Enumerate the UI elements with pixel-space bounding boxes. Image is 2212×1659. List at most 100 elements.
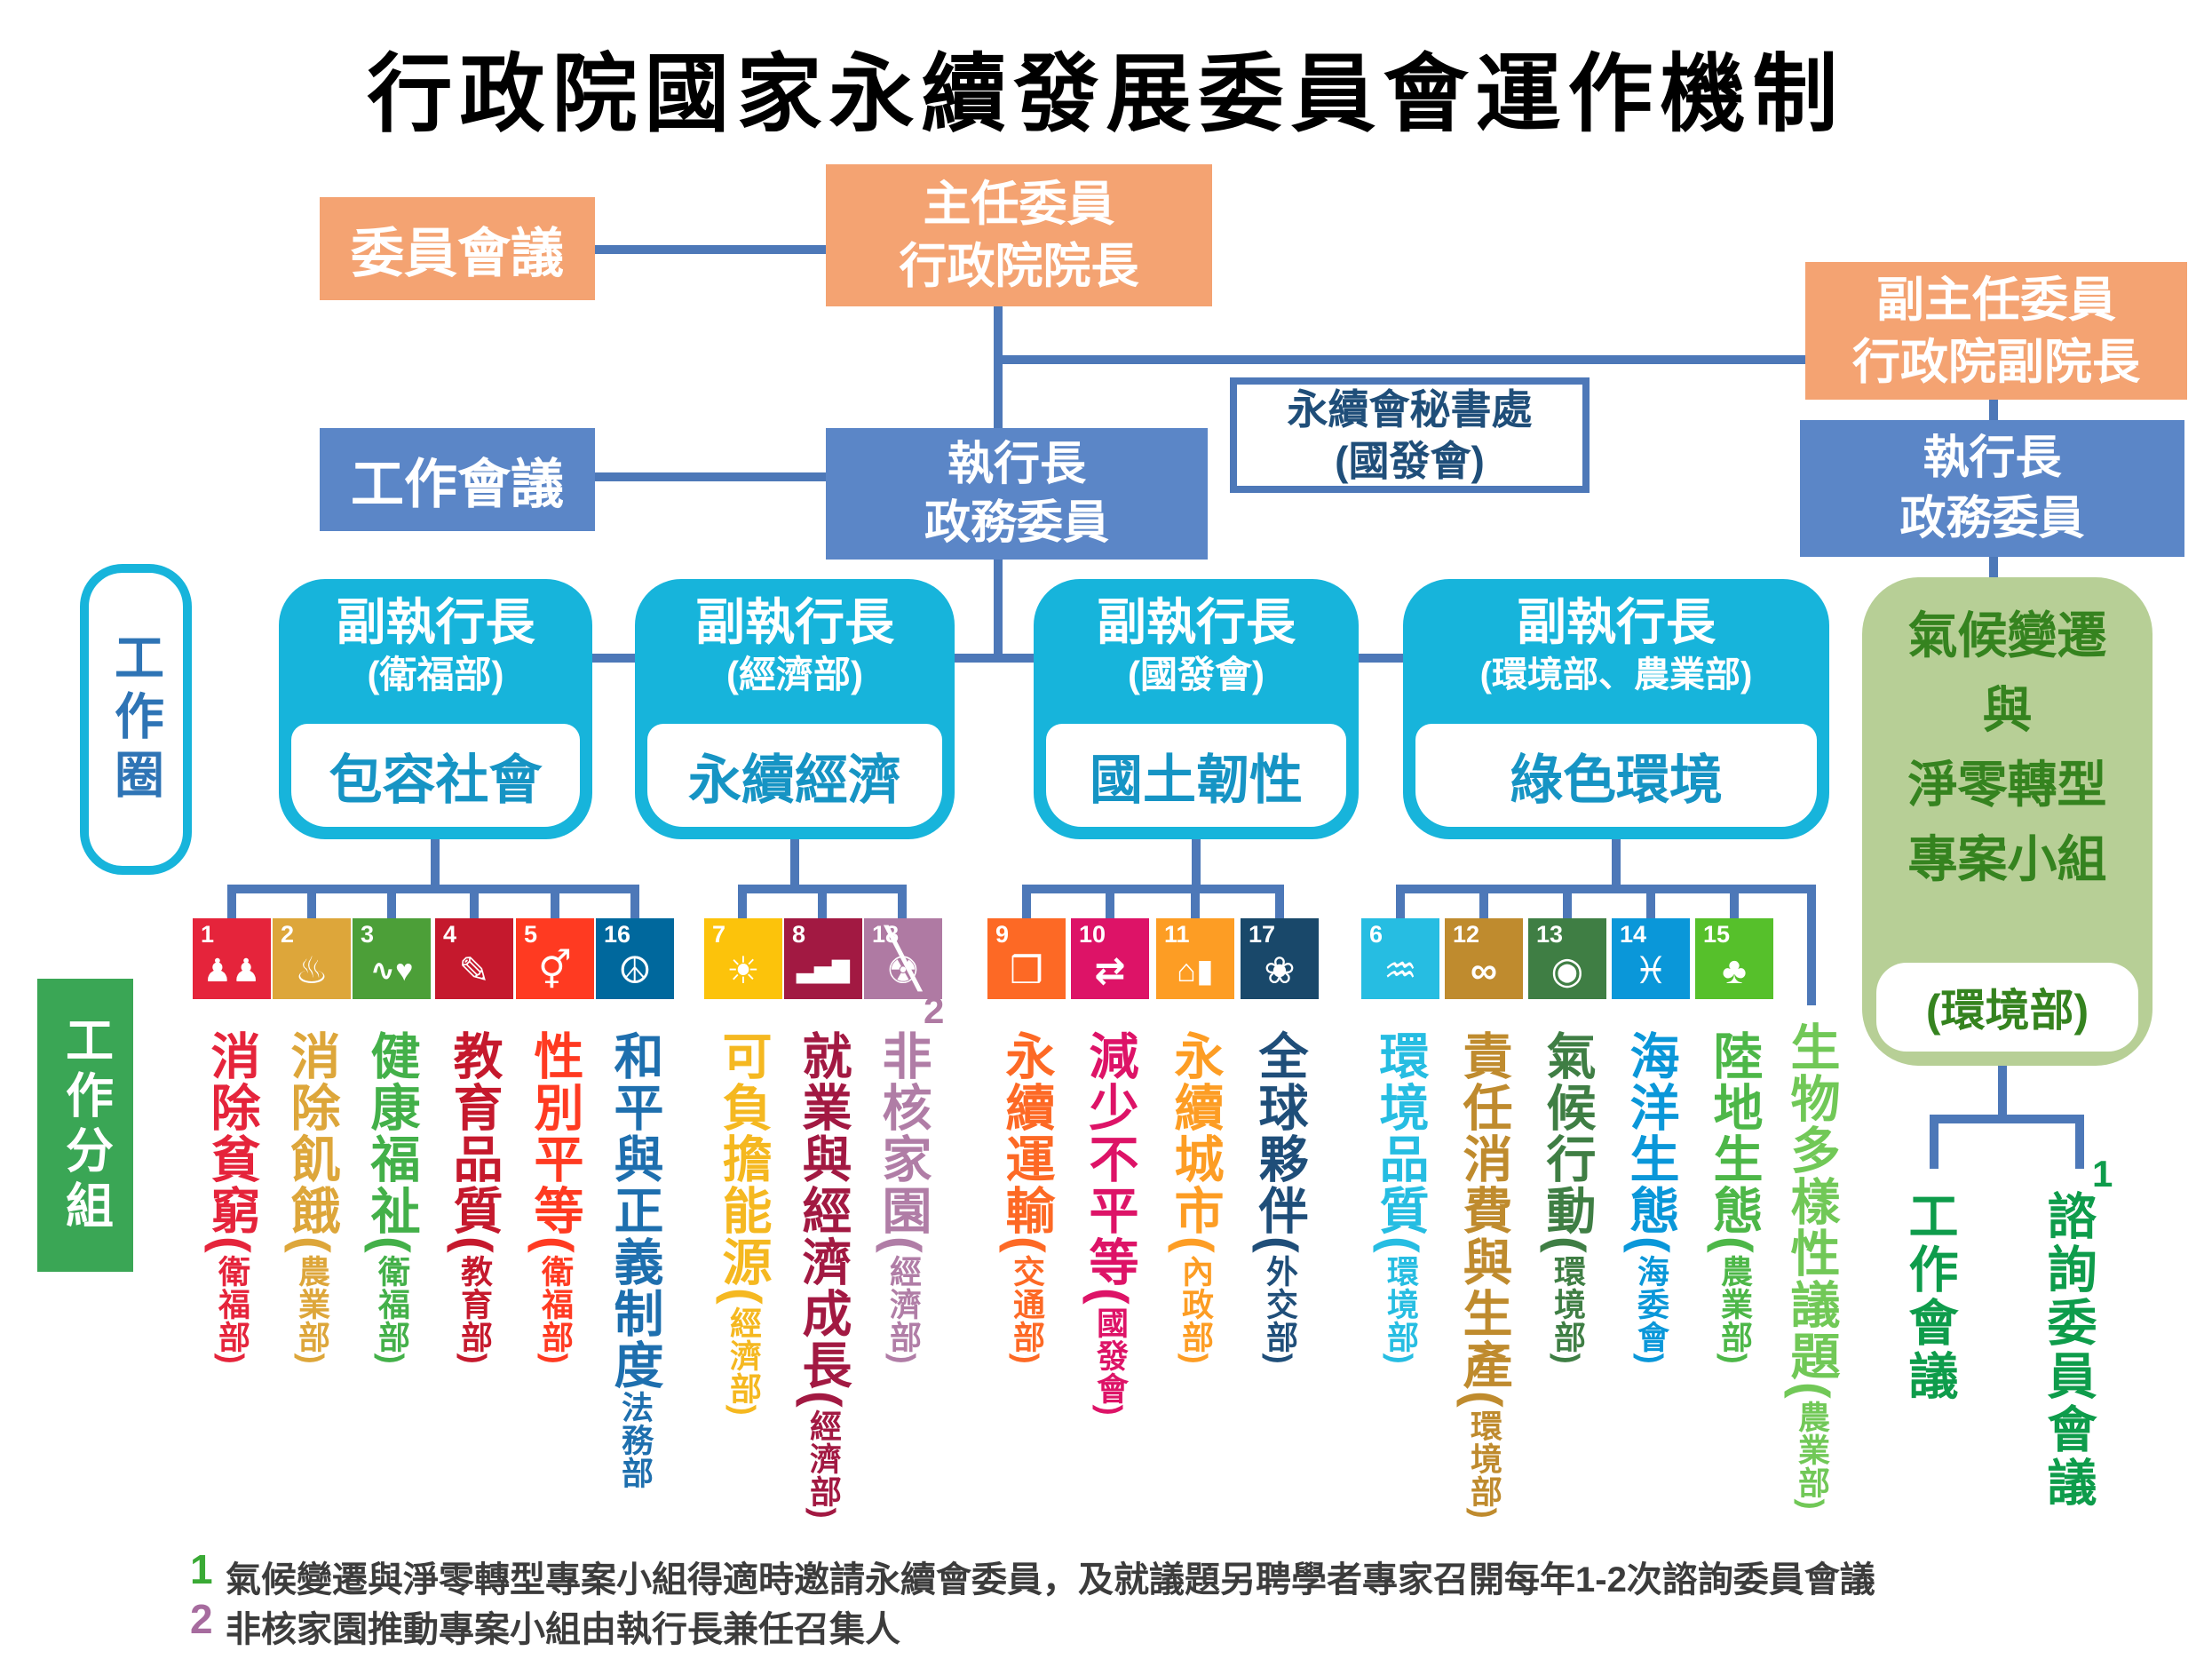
footnote-text: 非核家園推動專案小組由執行長兼任召集人 [226,1610,900,1649]
deputy-title: 副執行長 [1097,594,1296,650]
tree-icon: ♣ [1722,949,1747,991]
sdg-number: 14 [1620,921,1647,948]
connector-line [1989,557,1998,578]
sdg-icon-12: 12 ∞ [1445,918,1523,999]
sdg-icon-3: 3 ∿♥ [353,918,431,999]
group-label-climate-action: 氣候行動(環境部) [1528,1030,1606,1643]
committee-meeting-box: 委員會議 [320,197,595,300]
label-ministry: 衛福部) [374,1254,410,1365]
label-main: 環境品質( [1373,1030,1429,1255]
deputy-name: 包容社會 [291,724,580,827]
city-buildings-icon: ⌂▮ [1177,951,1214,988]
group-label-land: 陸地生態(農業部) [1695,1030,1773,1643]
connector-line [551,893,559,920]
secretariat-title: 永續會秘書處 [1287,386,1533,433]
connector-line [630,893,639,920]
water-icon: ♒ [1383,949,1417,991]
connector-line [994,364,1003,428]
climate-eye-icon: ◉ [1550,949,1584,991]
deputy-org: (衛福部) [367,654,504,695]
deputy-box-environment: 副執行長 (環境部、農業部) 綠色環境 [1403,579,1829,839]
ceo-role: 政務委員 [924,497,1109,549]
label-main: 性別平等( [527,1030,583,1255]
label-ministry: 農業部) [1716,1254,1753,1365]
growth-chart-icon: ▃▅▇ [797,957,850,983]
project-line: 專案小組 [1907,831,2107,887]
fish-icon: ♓ [1634,949,1668,991]
sdg-number: 10 [1079,921,1106,948]
group-label-consumption: 責任消費與生產(環境部) [1445,1030,1523,1643]
label-main: 健康福祉( [364,1030,420,1255]
sdg-number: 13 [1536,921,1564,948]
group-label-nuclear-free: 非核家園(經濟部) [864,1030,942,1643]
connector-line [790,839,799,889]
label-main: 可負擔能源( [716,1030,772,1306]
deputy-name: 綠色環境 [1415,724,1817,827]
connector-line [994,306,1003,361]
group-label-health: 健康福祉(衛福部) [353,1030,431,1643]
no-nuclear-icon: ☢ [886,949,920,991]
connector-line [1396,885,1816,893]
label-ministry: 環境部) [1383,1254,1419,1365]
deputy-org: (經濟部) [726,654,863,695]
deputy-title: 副執行長 [336,594,535,650]
label-main: 海洋生態( [1623,1030,1679,1255]
deputy-org: (國發會) [1128,654,1265,695]
label-main: 責任消費與生產( [1456,1030,1512,1409]
secretariat-box: 永續會秘書處 (國發會) [1230,377,1590,493]
sdg-number: 8 [792,921,806,948]
climate-project-box: 氣候變遷 與 淨零轉型 專案小組 (環境部) [1862,577,2153,1066]
deputy-box-land: 副執行長 (國發會) 國土韌性 [1034,579,1359,839]
label-ministry: 衛福部) [537,1254,574,1365]
label-ministry: 法務部 [617,1391,654,1489]
sdg-number: 7 [712,921,726,948]
connector-line [1612,839,1621,889]
group-label-biodiversity: 生物多樣性議題(農業部) [1772,1021,1851,1634]
sdg-number: 5 [524,921,538,948]
work-circle-box: 工作圈 [80,564,192,875]
label-main: 就業與經濟成長( [796,1030,852,1409]
group-label-hunger: 消除飢餓(農業部) [273,1030,351,1643]
connector-line [898,893,907,920]
connector-line [2075,1119,2084,1169]
label-ministry: 農業部) [294,1254,330,1365]
group-label-education: 教育品質(教育部) [435,1030,513,1643]
label-main: 非核家園( [876,1030,932,1255]
connector-line [387,893,396,920]
label-ministry: 環境部) [1466,1409,1502,1520]
ceo-box: 執行長 政務委員 [826,428,1208,560]
project-line: 淨零轉型 [1907,757,2107,813]
food-bowl-icon: ♨ [295,949,329,991]
label-ministry: 衛福部) [214,1254,250,1365]
sdg-icon-9: 9 ❒ [987,918,1066,999]
connector-line [595,472,826,481]
sdg-icon-10: 10 ⇄ [1071,918,1149,999]
label-main: 和平與正義制度 [607,1030,663,1391]
sdg-icon-13: 13 ◉ [1528,918,1606,999]
peace-dove-icon: ☮ [618,949,652,991]
work-group-label: 工作分組 [58,1015,112,1235]
connector-line [1022,893,1031,920]
label-ministry: 交通部) [1009,1254,1045,1365]
work-group-box: 工作分組 [37,979,133,1272]
footnote-number: 1 [190,1546,213,1592]
work-circle-label: 工作圈 [107,631,164,807]
work-meeting-label: 工作會議 [351,454,564,514]
label-ministry: 外交部) [1262,1254,1298,1365]
chairperson-role: 行政院院長 [899,240,1139,293]
connector-line [592,654,1403,663]
label-ministry: 經濟部) [725,1306,762,1417]
connector-line [1106,893,1114,920]
book-pencil-icon: ✎ [458,949,490,991]
connector-line [227,885,639,893]
group-label-ocean: 海洋生態(海委會) [1612,1030,1690,1643]
sdg-number: 1 [201,921,215,948]
sdg-icon-1: 1 ♟♟ [193,918,271,999]
committee-meeting-label: 委員會議 [351,223,564,283]
vice-chairperson-box: 副主任委員 行政院副院長 [1805,262,2187,400]
connector-line [1192,839,1201,889]
label-main: 生物多樣性議題( [1784,1021,1840,1401]
sdg-number: 6 [1369,921,1383,948]
vice-chairperson-title: 副主任委員 [1876,273,2116,327]
ceo-right-box: 執行長 政務委員 [1800,420,2184,557]
